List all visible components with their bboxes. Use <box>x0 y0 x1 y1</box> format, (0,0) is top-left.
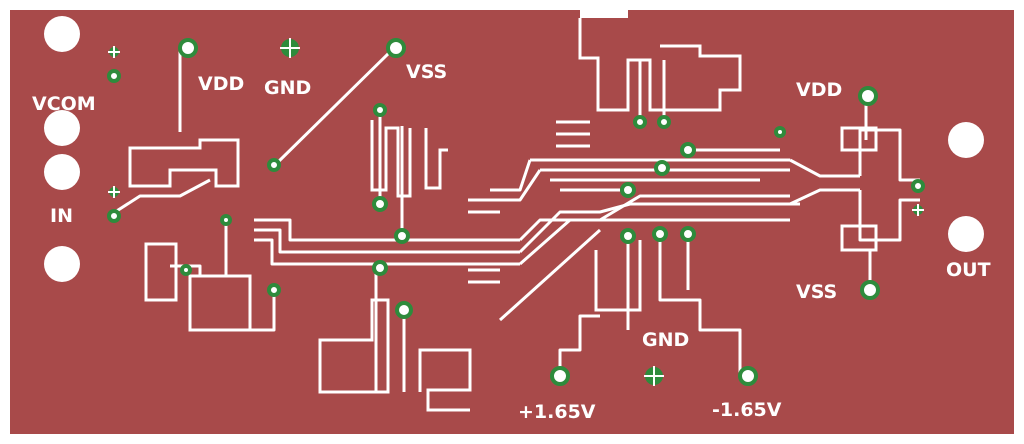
label-plus-1-65v: +1.65V <box>518 401 596 423</box>
label-vcom: VCOM <box>32 93 96 115</box>
right-mounting-holes <box>948 122 984 252</box>
via-icon <box>858 86 878 106</box>
via-icon <box>680 142 696 158</box>
via-icon <box>107 209 121 223</box>
via-icon <box>654 160 670 176</box>
ground-pad-icon <box>108 186 120 198</box>
via-icon <box>267 158 281 172</box>
label-vdd-left: VDD <box>198 73 244 95</box>
left-mounting-holes <box>44 16 80 282</box>
via-icon <box>373 103 387 117</box>
label-minus-1-65v: -1.65V <box>712 399 782 421</box>
mounting-hole-icon <box>948 216 984 252</box>
mounting-hole-icon <box>44 110 80 146</box>
ground-pads <box>108 38 924 386</box>
copper-traces <box>111 48 920 392</box>
via-icon <box>620 228 636 244</box>
vias <box>107 38 925 386</box>
label-vdd-right: VDD <box>796 79 842 101</box>
via-icon <box>372 260 388 276</box>
component-outlines <box>128 18 878 412</box>
ground-pad-icon <box>280 38 300 58</box>
via-icon <box>267 283 281 297</box>
label-vss-right: VSS <box>796 281 837 303</box>
via-icon <box>911 179 925 193</box>
via-icon <box>657 115 671 129</box>
mounting-hole-icon <box>44 16 80 52</box>
via-icon <box>178 38 198 58</box>
via-icon <box>620 182 636 198</box>
via-icon <box>774 126 786 138</box>
via-icon <box>550 366 570 386</box>
via-icon <box>633 115 647 129</box>
label-in: IN <box>50 205 73 227</box>
via-icon <box>738 366 758 386</box>
ground-pad-icon <box>108 46 120 58</box>
mounting-hole-icon <box>948 122 984 158</box>
via-icon <box>372 196 388 212</box>
label-gnd-top: GND <box>264 77 311 99</box>
ground-pad-icon <box>912 204 924 216</box>
ground-pad-icon <box>644 366 664 386</box>
silkscreen-labels: VDD GND VSS VCOM IN VDD VSS OUT GND +1.6… <box>32 61 991 423</box>
label-gnd-bottom: GND <box>642 329 689 351</box>
via-icon <box>107 69 121 83</box>
via-icon <box>386 38 406 58</box>
via-icon <box>180 264 192 276</box>
via-icon <box>652 226 668 242</box>
via-icon <box>860 280 880 300</box>
label-out: OUT <box>946 259 991 281</box>
via-icon <box>680 226 696 242</box>
mounting-hole-icon <box>44 246 80 282</box>
via-icon <box>220 214 232 226</box>
via-icon <box>395 301 413 319</box>
mounting-hole-icon <box>44 154 80 190</box>
copper-pour <box>10 10 1014 434</box>
label-vss-top: VSS <box>406 61 447 83</box>
via-icon <box>394 228 410 244</box>
